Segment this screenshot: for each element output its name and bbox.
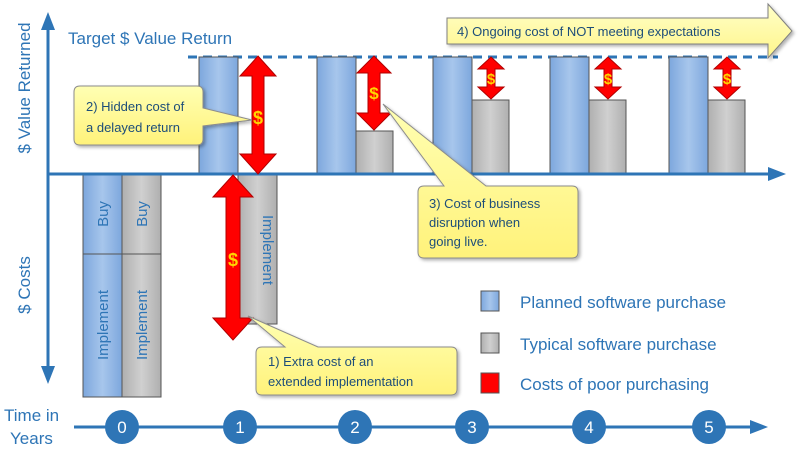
year3-expectation-gap-arrow: $ — [476, 56, 506, 100]
legend: Planned software purchase Typical softwa… — [480, 290, 726, 394]
callout-business-disruption-line1: 3) Cost of business — [429, 196, 541, 211]
callout-ongoing-cost-text: 4) Ongoing cost of NOT meeting expectati… — [457, 24, 721, 39]
dollar-sign: $ — [604, 71, 613, 88]
time-axis-title-line2: Years — [10, 429, 53, 448]
callout-extended-implementation-line1: 1) Extra cost of an — [268, 354, 374, 369]
year-marker-1: 1 — [223, 410, 257, 444]
year4-expectation-gap-arrow: $ — [593, 56, 623, 100]
callout-delayed-return: 2) Hidden cost of a delayed return — [73, 85, 253, 146]
year0-planned-implement-label: Implement — [95, 289, 112, 360]
year0-typical-implement-label: Implement — [134, 289, 151, 360]
year-marker-2: 2 — [338, 410, 372, 444]
legend-label-poor: Costs of poor purchasing — [520, 375, 709, 394]
dollar-sign: $ — [723, 71, 732, 88]
y-axis-title-costs: $ Costs — [15, 256, 34, 314]
year-marker-0: 0 — [105, 410, 139, 444]
year-marker-1-label: 1 — [235, 418, 244, 437]
dollar-sign: $ — [369, 84, 379, 103]
dollar-sign: $ — [487, 71, 496, 88]
year4-planned-bar — [549, 56, 590, 175]
time-axis-arrow — [750, 420, 768, 434]
callout-delayed-return-line2: a delayed return — [86, 120, 180, 135]
target-value-label: Target $ Value Return — [68, 29, 232, 48]
baseline-axis-arrow — [768, 167, 786, 181]
year2-disruption-arrow: $ — [355, 55, 393, 131]
legend-label-typical: Typical software purchase — [520, 335, 717, 354]
callout-business-disruption: 3) Cost of business disruption when goin… — [382, 103, 579, 259]
year-marker-5: 5 — [692, 410, 726, 444]
year-marker-4: 4 — [572, 410, 606, 444]
year1-delayed-return-arrow: $ — [238, 55, 278, 175]
vertical-axis-arrow-down — [41, 366, 55, 384]
callout-extended-implementation: 1) Extra cost of an extended implementat… — [247, 315, 458, 396]
callout-ongoing-cost: 4) Ongoing cost of NOT meeting expectati… — [446, 2, 793, 60]
year-marker-0-label: 0 — [117, 418, 126, 437]
year5-typical-bar — [707, 99, 746, 175]
callout-business-disruption-line3: going live. — [429, 234, 488, 249]
year2-planned-bar — [316, 56, 357, 175]
year1-implement-label: Implement — [259, 215, 276, 286]
legend-swatch-typical — [480, 332, 500, 354]
year3-typical-bar — [471, 99, 510, 175]
legend-swatch-poor — [480, 372, 500, 394]
year-marker-5-label: 5 — [704, 418, 713, 437]
year5-expectation-gap-arrow: $ — [712, 56, 742, 100]
time-axis-title-line1: Time in — [4, 406, 59, 425]
callout-delayed-return-line1: 2) Hidden cost of — [86, 99, 185, 114]
callout-extended-implementation-line2: extended implementation — [268, 374, 413, 389]
callout-business-disruption-line2: disruption when — [429, 215, 520, 230]
dollar-sign: $ — [253, 108, 263, 128]
year4-typical-bar — [588, 99, 627, 175]
legend-label-planned: Planned software purchase — [520, 293, 726, 312]
year-marker-3-label: 3 — [467, 418, 476, 437]
legend-swatch-planned — [480, 290, 500, 312]
year0-planned-buy-label: Buy — [95, 201, 112, 227]
year2-typical-bar — [355, 130, 394, 175]
vertical-axis-arrow-up — [41, 12, 55, 30]
year5-planned-bar — [668, 56, 709, 175]
year-marker-4-label: 4 — [584, 418, 593, 437]
year0-typical-buy-label: Buy — [134, 201, 151, 227]
dollar-sign: $ — [228, 250, 238, 270]
year-marker-3: 3 — [455, 410, 489, 444]
y-axis-title-value: $ Value Returned — [15, 22, 34, 153]
year1-extended-implementation-arrow: $ — [211, 174, 255, 341]
year-marker-2-label: 2 — [350, 418, 359, 437]
